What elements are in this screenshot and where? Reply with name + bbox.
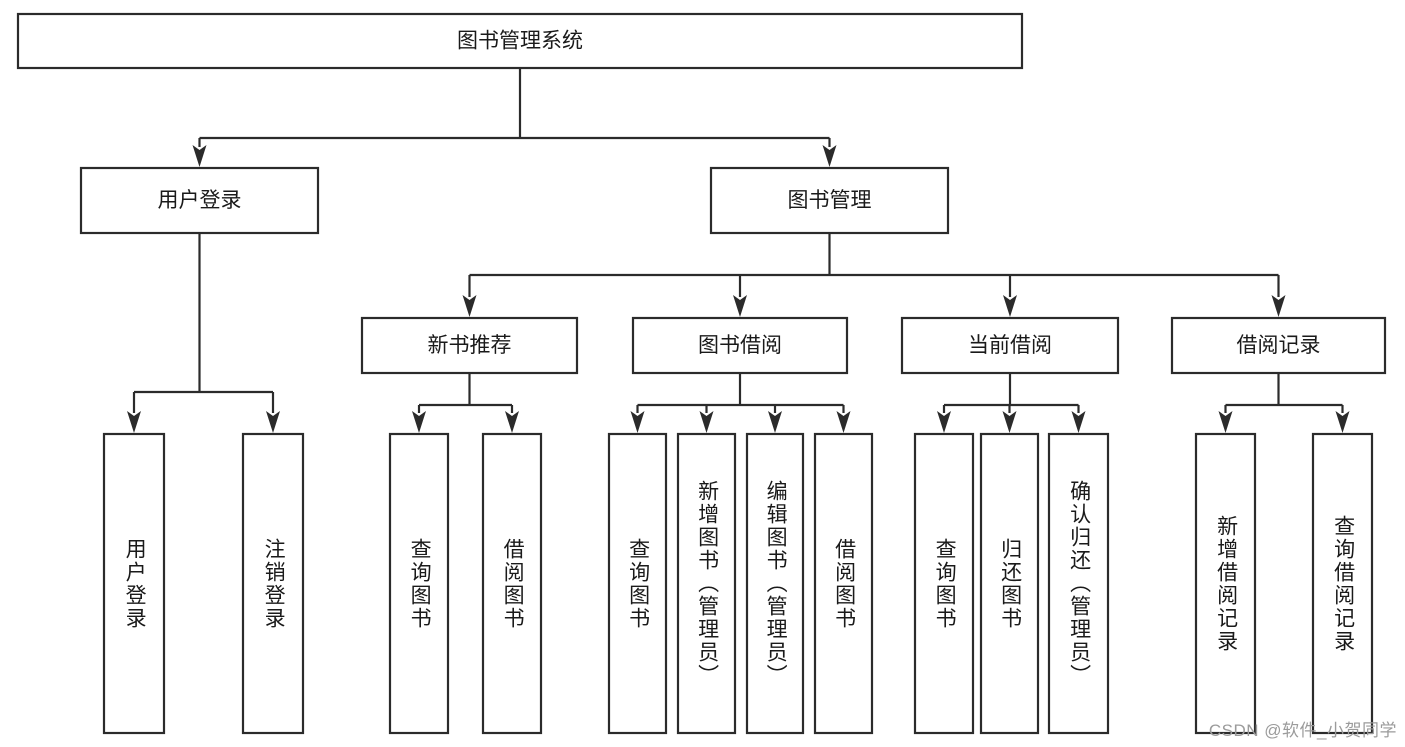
arrow-head-icon [1002, 411, 1017, 433]
watermark-text: CSDN @软件_小贺同学 [1208, 721, 1397, 740]
node-leaf-5[interactable] [676, 432, 737, 735]
arrow-head-icon [822, 145, 837, 167]
node-leaf-0[interactable] [102, 432, 166, 735]
node-leaf-9[interactable] [979, 432, 1040, 735]
node-leaf-6[interactable] [745, 432, 805, 735]
node-label: 当前借阅 [968, 334, 1052, 357]
arrow-head-icon [192, 145, 207, 167]
node-l3-0[interactable]: 新书推荐 [360, 316, 579, 375]
node-leaf-7[interactable] [813, 432, 874, 735]
node-leaf-11[interactable] [1194, 432, 1257, 735]
node-leaf-12[interactable] [1311, 432, 1374, 735]
node-leaf-4[interactable] [607, 432, 668, 735]
arrow-head-icon [505, 411, 519, 433]
arrow-head-icon [1218, 411, 1233, 433]
node-leaf-2[interactable] [388, 432, 450, 735]
node-label: 图书管理系统 [457, 30, 583, 53]
node-l3-3[interactable]: 借阅记录 [1170, 316, 1387, 375]
node-leaf-10[interactable] [1047, 432, 1110, 735]
node-leaf-1[interactable] [241, 432, 305, 735]
node-label: 图书借阅 [698, 334, 782, 357]
arrow-head-icon [1335, 411, 1350, 433]
arrow-head-icon [630, 411, 645, 433]
arrow-head-icon [733, 295, 747, 317]
node-l2-1[interactable]: 图书管理 [709, 166, 950, 235]
arrow-head-icon [412, 411, 426, 433]
node-l2-0[interactable]: 用户登录 [79, 166, 320, 235]
node-leaf-3[interactable] [481, 432, 543, 735]
node-root-0[interactable]: 图书管理系统 [16, 12, 1024, 70]
node-label: 图书管理 [788, 189, 872, 212]
arrow-head-icon [1271, 295, 1286, 317]
node-l3-2[interactable]: 当前借阅 [900, 316, 1120, 375]
node-label: 新书推荐 [428, 334, 512, 357]
node-l3-1[interactable]: 图书借阅 [631, 316, 849, 375]
node-leaf-8[interactable] [913, 432, 975, 735]
arrow-head-icon [699, 411, 714, 433]
node-label: 借阅记录 [1237, 334, 1321, 357]
connector-layer [127, 68, 1350, 433]
arrow-head-icon [836, 411, 851, 433]
arrow-head-icon [462, 295, 477, 317]
arrow-head-icon [127, 411, 141, 433]
arrow-head-icon [266, 411, 280, 433]
arrow-head-icon [1071, 411, 1086, 433]
arrow-head-icon [768, 411, 782, 433]
arrow-head-icon [937, 411, 951, 433]
node-label: 用户登录 [158, 189, 242, 212]
arrow-head-icon [1003, 295, 1017, 317]
